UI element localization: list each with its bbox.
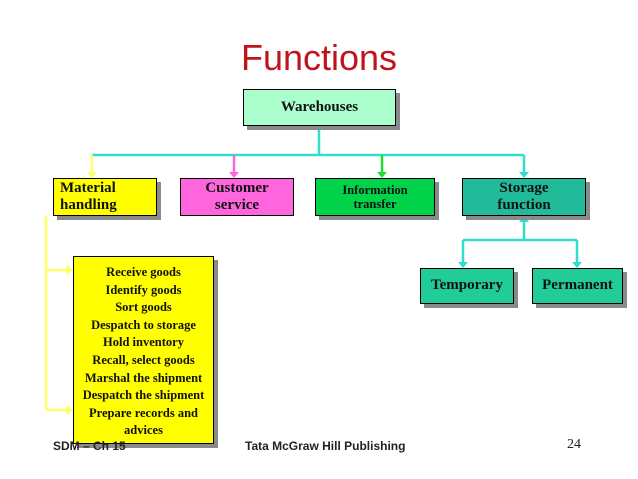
permanent-label: Permanent bbox=[542, 277, 613, 294]
customer-service-label-line1: Customer bbox=[205, 179, 269, 196]
material-handling-label-line1: Material bbox=[60, 179, 116, 196]
task-item: Marshal the shipment bbox=[84, 370, 203, 385]
task-item: Sort goods bbox=[115, 300, 172, 315]
task-item: Identify goods bbox=[105, 282, 182, 297]
footer-chapter: SDM – Ch 15 bbox=[53, 439, 126, 453]
warehouses-node: Warehouses bbox=[243, 89, 396, 126]
task-item: Despatch the shipment bbox=[82, 388, 205, 403]
footer-publisher: Tata McGraw Hill Publishing bbox=[245, 439, 406, 453]
page-title: Functions bbox=[240, 37, 398, 78]
temporary-node: Temporary bbox=[420, 268, 514, 304]
storage-function-node: Storage function bbox=[462, 178, 586, 216]
task-item: Prepare records and bbox=[88, 405, 198, 420]
information-transfer-node: Information transfer bbox=[315, 178, 435, 216]
temporary-label: Temporary bbox=[431, 277, 503, 294]
warehouses-label: Warehouses bbox=[280, 98, 359, 115]
material-handling-label-line2: handling bbox=[60, 197, 117, 213]
task-item: Hold inventory bbox=[103, 335, 184, 350]
page-number: 24 bbox=[567, 437, 581, 452]
permanent-node: Permanent bbox=[532, 268, 623, 304]
customer-service-node: Customer service bbox=[180, 178, 294, 216]
task-item: Despatch to storage bbox=[91, 317, 196, 332]
storage-function-label-line2: function bbox=[497, 197, 551, 213]
storage-function-label-line1: Storage bbox=[499, 179, 549, 196]
task-item: advices bbox=[124, 423, 163, 438]
material-handling-tasks: Receive goods Identify goods Sort goods … bbox=[73, 256, 214, 444]
material-handling-node: Material handling bbox=[53, 178, 157, 216]
information-transfer-label-line2: transfer bbox=[353, 197, 397, 211]
customer-service-label-line2: service bbox=[214, 197, 260, 213]
connector-storage-subtree bbox=[461, 216, 579, 262]
task-item: Receive goods bbox=[106, 265, 181, 279]
connector-task-bracket bbox=[44, 216, 66, 412]
task-item: Recall, select goods bbox=[92, 352, 195, 367]
information-transfer-label-line1: Information bbox=[342, 182, 408, 197]
